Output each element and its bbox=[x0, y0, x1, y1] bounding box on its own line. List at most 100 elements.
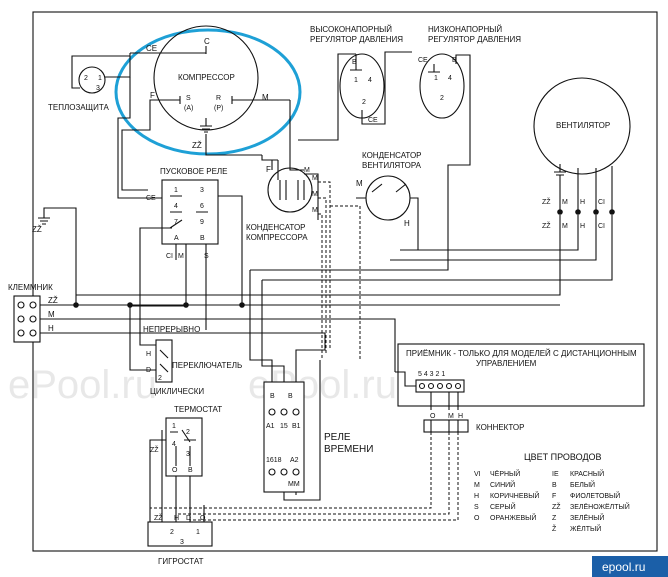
compressor-m-label: M bbox=[262, 93, 269, 102]
compressor-highlight-ring bbox=[114, 28, 302, 156]
terminal-m-label: M bbox=[48, 310, 55, 319]
thermal-2-label: 2 bbox=[84, 75, 88, 82]
hp-b-label: B bbox=[352, 59, 357, 66]
legend-color: ЗЕЛЁНОЖЁЛТЫЙ bbox=[570, 502, 630, 511]
compressor-c-label: С bbox=[204, 37, 210, 46]
relay-7-label: 7 bbox=[174, 219, 178, 226]
legend-code: H bbox=[474, 493, 479, 500]
ground-zz-label: ZŽ bbox=[32, 225, 42, 234]
compressor-s-a-label: (A) bbox=[184, 105, 193, 112]
rx-pins-label: 5 4 3 2 1 bbox=[418, 371, 445, 378]
legend-color: ФИОЛЕТОВЫЙ bbox=[570, 491, 620, 500]
relay-b-label: B bbox=[200, 235, 205, 242]
relay-ce-label: CE bbox=[146, 195, 156, 202]
rx-m-label: M bbox=[448, 413, 454, 420]
legend-color: ЖЁЛТЫЙ bbox=[570, 524, 601, 533]
hp-2-label: 2 bbox=[362, 99, 366, 106]
relay-m-label: M bbox=[178, 253, 184, 260]
cyclic-label: ЦИКЛИЧЕСКИ bbox=[150, 387, 204, 396]
legend-code: O bbox=[474, 515, 480, 522]
hp-switch-symbol bbox=[339, 53, 385, 119]
compressor-r-label: R bbox=[216, 95, 221, 102]
thermal-1-label: 1 bbox=[98, 75, 102, 82]
compressor-label: КОМПРЕССОР bbox=[178, 73, 235, 82]
legend-color: ЗЕЛЁНЫЙ bbox=[570, 513, 604, 522]
hygrostat-box bbox=[147, 521, 213, 547]
comp-cap-title-1: КОНДЕНСАТОР bbox=[246, 223, 306, 232]
relay-a-label: A bbox=[174, 235, 179, 242]
lp-ce-label: CE bbox=[418, 57, 428, 64]
terminal-h-label: H bbox=[48, 324, 54, 333]
compressor-capacitor-symbol bbox=[267, 167, 313, 213]
receiver-title-2: УПРАВЛЕНИЕМ bbox=[476, 359, 537, 368]
wire-color-legend: VI ЧЁРНЫЙ IE КРАСНЫЙ M СИНИЙ B БЕЛЫЙ H К… bbox=[474, 469, 630, 533]
th-zz-label: ZŽ bbox=[150, 445, 159, 454]
legend-code: S bbox=[474, 504, 479, 511]
legend-code: ZŽ bbox=[552, 502, 561, 511]
lp-switch-symbol bbox=[419, 53, 465, 119]
continuous-label: НЕПРЕРЫВНО bbox=[143, 325, 200, 334]
comp-cap-m3-label: M bbox=[312, 191, 318, 198]
compressor-symbol bbox=[153, 25, 259, 131]
terminal-zz-label: ZŽ bbox=[48, 296, 58, 305]
th-3-label: 3 bbox=[186, 451, 190, 458]
terminal-label: КЛЕММНИК bbox=[8, 283, 53, 292]
fan-cap-h-label: H bbox=[404, 219, 410, 228]
legend-color: БЕЛЫЙ bbox=[570, 480, 595, 489]
thermostat-label: ТЕРМОСТАТ bbox=[174, 405, 222, 414]
hy-1-label: 1 bbox=[196, 529, 200, 536]
thermal-3-label: 3 bbox=[96, 85, 100, 92]
th-b-label: B bbox=[188, 467, 193, 474]
tr-1618-label: 1618 bbox=[266, 457, 282, 464]
tr-15-label: 15 bbox=[280, 423, 288, 430]
fan-m-label-top: M bbox=[562, 199, 568, 206]
hy-3-label: 3 bbox=[180, 539, 184, 546]
start-relay-title: ПУСКОВОЕ РЕЛЕ bbox=[160, 167, 228, 176]
fan-zz-label-top: ZŽ bbox=[542, 197, 551, 206]
relay-6-label: 6 bbox=[200, 203, 204, 210]
legend-code: VI bbox=[474, 471, 481, 478]
ground-icon bbox=[38, 210, 50, 225]
tr-b2-label: B bbox=[288, 393, 293, 400]
fan-cap-title-1: КОНДЕНСАТОР bbox=[362, 151, 422, 160]
compressor-s-label: S bbox=[186, 95, 191, 102]
relay-4-label: 4 bbox=[174, 203, 178, 210]
lp-4-label: 4 bbox=[448, 75, 452, 82]
thermal-protection-label: ТЕПЛОЗАЩИТА bbox=[48, 103, 109, 112]
sw-2-label: 2 bbox=[158, 375, 162, 382]
rx-h-label: H bbox=[458, 413, 463, 420]
comp-cap-m4-label: M bbox=[312, 207, 318, 214]
site-logo bbox=[592, 556, 668, 577]
compressor-ce-label: CE bbox=[146, 44, 157, 53]
legend-code: B bbox=[552, 482, 557, 489]
comp-cap-f-label: F bbox=[266, 165, 271, 174]
compressor-zz-label: ZŽ bbox=[192, 141, 202, 150]
compressor-r-p-label: (P) bbox=[214, 105, 223, 112]
fan-cap-title-2: ВЕНТИЛЯТОРА bbox=[362, 161, 422, 170]
relay-3-label: 3 bbox=[200, 187, 204, 194]
th-o-label: O bbox=[172, 467, 178, 474]
fan-m-label: M bbox=[562, 223, 568, 230]
legend-code: IE bbox=[552, 471, 559, 478]
hp-switch-title-1: ВЫСОКОНАПОРНЫЙ bbox=[310, 25, 392, 34]
diagram-frame bbox=[32, 11, 658, 552]
fan-motor-symbol bbox=[533, 77, 631, 175]
receiver-title-1: ПРИЁМНИК - ТОЛЬКО ДЛЯ МОДЕЛЕЙ С ДИСТАНЦИ… bbox=[406, 349, 637, 358]
comp-cap-m2-label: M bbox=[312, 175, 318, 182]
fan-label: ВЕНТИЛЯТОР bbox=[556, 121, 610, 130]
timer-relay-title-1: РЕЛЕ bbox=[324, 432, 351, 443]
hy-d-label: D bbox=[186, 515, 191, 522]
lp-switch-title-1: НИЗКОНАПОРНЫЙ bbox=[428, 25, 502, 34]
th-4-label: 4 bbox=[172, 441, 176, 448]
sw-h-label: H bbox=[146, 351, 151, 358]
switch-label: ПЕРЕКЛЮЧАТЕЛЬ bbox=[172, 361, 242, 370]
th-1-label: 1 bbox=[172, 423, 176, 430]
receiver-connector-pins bbox=[415, 379, 465, 393]
th-2-label: 2 bbox=[186, 429, 190, 436]
fan-ci-label: CI bbox=[598, 223, 605, 230]
rx-o-label: O bbox=[430, 413, 436, 420]
legend-color: СЕРЫЙ bbox=[490, 502, 516, 511]
lp-switch-title-2: РЕГУЛЯТОР ДАВЛЕНИЯ bbox=[428, 35, 521, 44]
fan-h-label: H bbox=[580, 223, 585, 230]
compressor-ground-icon bbox=[200, 118, 212, 133]
